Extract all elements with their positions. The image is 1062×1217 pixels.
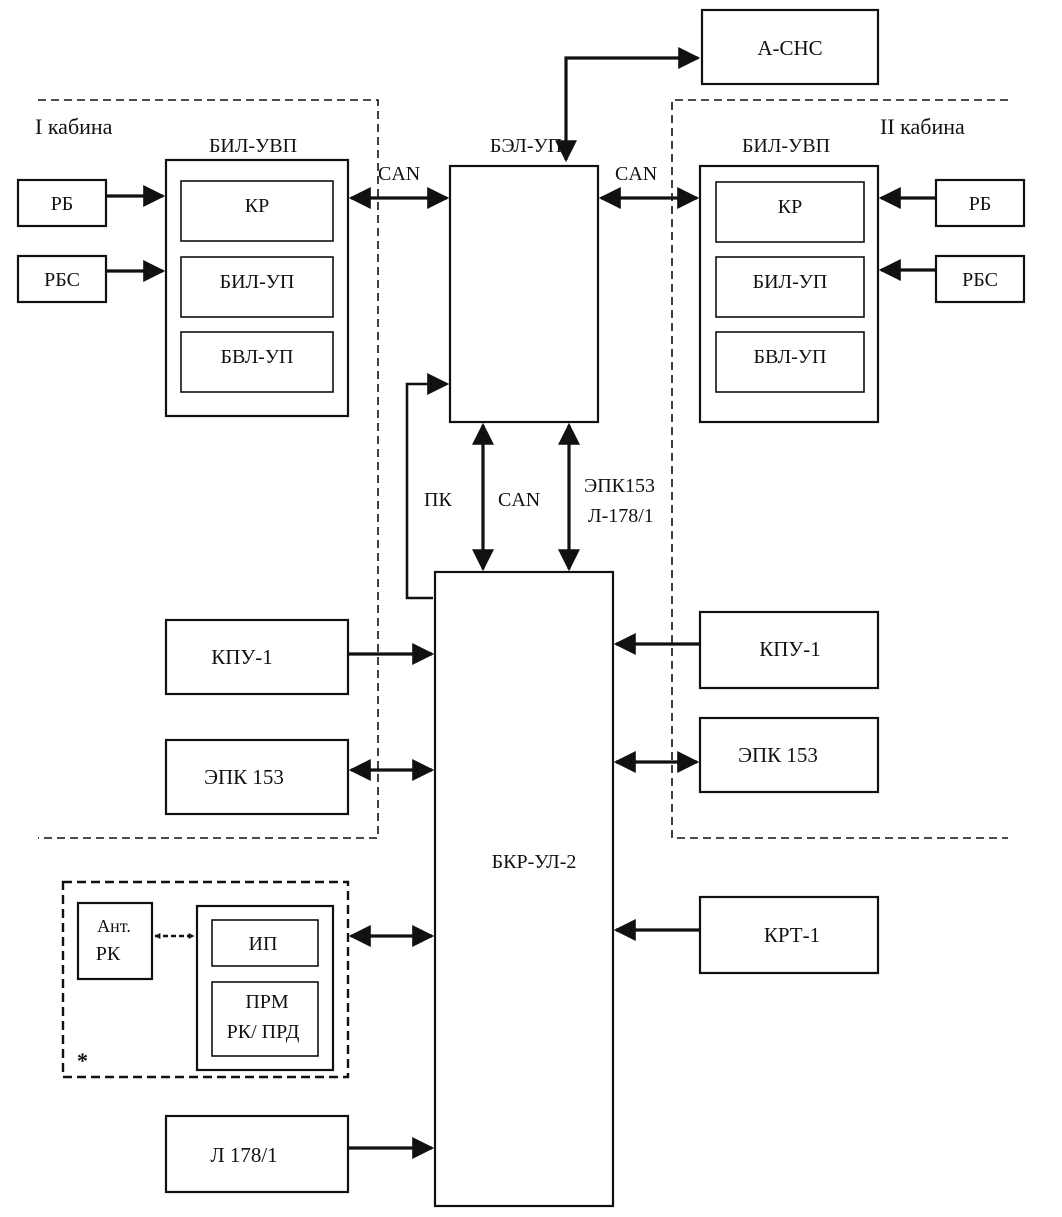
bvl-up-right-block [715, 331, 865, 393]
epk-l178-label-line1: ЭПК153 [584, 475, 655, 497]
kpu-right-label: КПУ-1 [759, 637, 821, 661]
can-right-label: CAN [615, 163, 657, 185]
ip-label: ИП [249, 933, 278, 955]
bel-up-block [448, 164, 600, 424]
rb-left-label: РБ [51, 193, 74, 215]
epk-l178-label-line2: Л-178/1 [588, 505, 654, 527]
pk-arrow [405, 373, 450, 600]
a-snc-block [700, 8, 880, 86]
ip-block [211, 919, 319, 967]
epk-right-block [698, 716, 880, 794]
a-snc-label: А-СНС [757, 36, 822, 60]
can-mid-label: CAN [498, 489, 540, 511]
ant-rk-label-line1: Ант. [97, 916, 131, 936]
a-snc-bel-up-arrow [555, 47, 701, 163]
bkr-ul2-block [433, 570, 615, 1208]
bvl-up-left-block [180, 331, 334, 393]
rbs-right-block [934, 254, 1026, 304]
bil-up-left-block [180, 256, 334, 318]
krt-label: КРТ-1 [764, 923, 820, 947]
kpu-right-block [698, 610, 880, 690]
epk-left-label: ЭПК 153 [204, 765, 284, 789]
l178-block [164, 1114, 350, 1194]
ant-rk-block [76, 901, 154, 981]
can-left-label: CAN [378, 163, 420, 185]
rb-right-label: РБ [969, 193, 992, 215]
rb-left-block [16, 178, 108, 228]
bkr-ul2-label: БКР-УЛ-2 [492, 851, 577, 873]
prm-block [211, 981, 319, 1057]
cabin2-zone-border [671, 99, 1008, 839]
kr-left-label: КР [245, 195, 269, 217]
cabin1-label: I кабина [35, 114, 113, 139]
epk-right-label: ЭПК 153 [738, 743, 818, 767]
radio-zone-note: * [77, 1048, 88, 1073]
krt-block [698, 895, 880, 975]
kpu-left-block [164, 618, 350, 696]
bel-up-label: БЭЛ-УП [490, 135, 562, 157]
bil-uvp-right-label: БИЛ-УВП [742, 135, 830, 157]
bil-uvp-left-label: БИЛ-УВП [209, 135, 297, 157]
kpu-left-label: КПУ-1 [211, 645, 273, 669]
bvl-up-right-label: БВЛ-УП [754, 346, 827, 368]
epk-left-block [164, 738, 350, 816]
rbs-left-block [16, 254, 108, 304]
prm-label-line2: РК/ ПРД [227, 1021, 300, 1043]
bil-up-left-label: БИЛ-УП [220, 271, 295, 293]
kr-left-block [180, 180, 334, 242]
kr-right-label: КР [778, 196, 802, 218]
bvl-up-left-label: БВЛ-УП [221, 346, 294, 368]
radio-zone-border [61, 880, 350, 1079]
rbs-left-label: РБС [44, 269, 80, 291]
rbs-right-label: РБС [962, 269, 998, 291]
bil-up-right-label: БИЛ-УП [753, 271, 828, 293]
l178-label: Л 178/1 [210, 1143, 277, 1167]
pk-label: ПК [424, 489, 452, 511]
bil-up-right-block [715, 256, 865, 318]
rb-right-block [934, 178, 1026, 228]
cabin2-label: II кабина [880, 114, 965, 139]
cabin1-zone-border [38, 99, 379, 839]
prm-label-line1: ПРМ [245, 991, 289, 1013]
ant-rk-label-line2: РК [96, 943, 121, 965]
kr-right-block [715, 181, 865, 243]
